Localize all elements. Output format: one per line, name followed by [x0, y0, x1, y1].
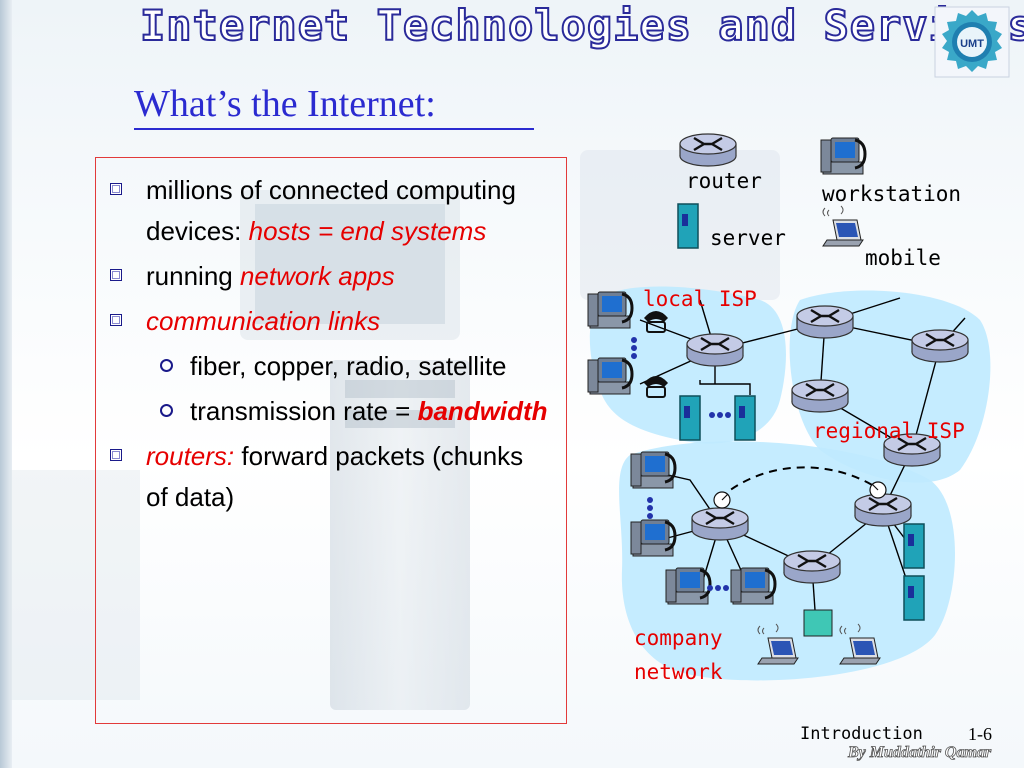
- network-diagram: router workstation server mobile local I…: [586, 132, 991, 684]
- workstation-icon: [586, 356, 634, 396]
- antenna-icon: [713, 481, 887, 509]
- left-edge-bar: [0, 0, 12, 768]
- square-bullet-icon: [110, 449, 122, 461]
- workstation-icon: [586, 290, 634, 330]
- bullet-emphasis: routers:: [146, 441, 235, 471]
- square-bullet-icon: [110, 183, 122, 195]
- router-icon: [853, 492, 913, 528]
- company-network-label-line1: company: [634, 626, 723, 650]
- router-icon: [795, 304, 855, 340]
- server-icon: [903, 523, 925, 569]
- workstation-icon: [664, 566, 712, 606]
- bullet-text: millions of connected computing devices:: [146, 175, 516, 246]
- wireless-access-point-icon: [803, 609, 833, 637]
- bullet-routers: routers: forward packets (chunks of data…: [108, 436, 548, 518]
- bullet-text: transmission rate =: [190, 396, 418, 426]
- router-icon: [690, 506, 750, 542]
- title-underline: [134, 128, 534, 130]
- router-icon: [910, 328, 970, 364]
- footer-page-number: 1-6: [968, 724, 992, 744]
- bullet-emphasis: network apps: [239, 261, 395, 291]
- sub-bullet-rate: transmission rate = bandwidth: [108, 391, 548, 432]
- local-isp-label: local ISP: [643, 287, 757, 311]
- workstation-label: workstation: [822, 182, 961, 206]
- bullet-links: communication links: [108, 301, 548, 342]
- mobile-label: mobile: [865, 246, 941, 270]
- bullet-emphasis: hosts = end systems: [248, 216, 487, 246]
- bullet-hosts: millions of connected computing devices:…: [108, 170, 548, 252]
- router-icon: [678, 132, 738, 168]
- circle-bullet-icon: [160, 359, 173, 372]
- bullet-text: forward packets (chunks of data): [146, 441, 524, 512]
- server-icon: [679, 395, 701, 441]
- router-label: router: [686, 169, 762, 193]
- server-label: server: [710, 226, 786, 250]
- bullet-list: millions of connected computing devices:…: [108, 170, 548, 522]
- bullet-emphasis: communication links: [146, 306, 381, 336]
- header-title: Internet Technologies and Services: [139, 0, 1024, 51]
- bullet-box: [95, 157, 567, 724]
- slide-title: What’s the Internet:: [134, 83, 436, 125]
- workstation-icon: [819, 136, 867, 176]
- workstation-icon: [629, 518, 677, 558]
- ellipsis-dots: [631, 337, 731, 591]
- router-icon: [782, 549, 842, 585]
- footer-credit: By Muddathir Qamar: [848, 744, 992, 762]
- regional-isp-label: regional ISP: [813, 419, 965, 443]
- sub-bullet-media: fiber, copper, radio, satellite: [108, 346, 548, 387]
- square-bullet-icon: [110, 314, 122, 326]
- bullet-text: fiber, copper, radio, satellite: [190, 351, 507, 381]
- bullet-emphasis: bandwidth: [417, 396, 548, 426]
- company-network-label-line2: network: [634, 660, 723, 684]
- server-icon: [903, 575, 925, 621]
- university-logo-icon: UMT: [934, 6, 1010, 78]
- bullet-text: running: [146, 261, 240, 291]
- workstation-icon: [729, 566, 777, 606]
- server-icon: [677, 203, 699, 249]
- footer-section: Introduction: [800, 724, 923, 744]
- workstation-icon: [629, 450, 677, 490]
- router-icon: [685, 332, 745, 368]
- server-icon: [734, 395, 756, 441]
- router-icon: [790, 378, 850, 414]
- circle-bullet-icon: [160, 404, 173, 417]
- square-bullet-icon: [110, 269, 122, 281]
- wireless-link: [719, 466, 881, 499]
- mobile-laptop-icon: [822, 205, 864, 247]
- bullet-apps: running network apps: [108, 256, 548, 297]
- logo-text: UMT: [960, 38, 984, 50]
